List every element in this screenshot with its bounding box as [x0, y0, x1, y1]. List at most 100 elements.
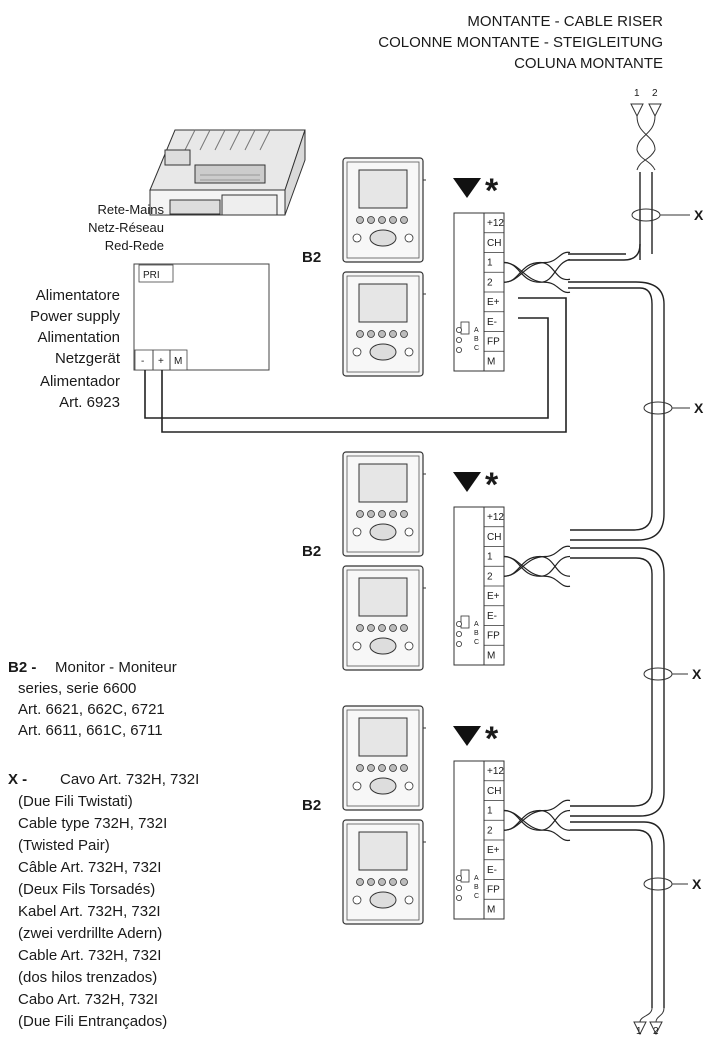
terminal-label: CH	[487, 532, 501, 543]
legend-b2-line-1: Monitor - Moniteur	[55, 659, 177, 676]
monitor-icon	[342, 157, 426, 263]
twisted-pair-connection	[503, 799, 571, 841]
terminal-label: FP	[487, 885, 500, 896]
jumper-icon	[460, 615, 470, 629]
terminal-label: E-	[487, 611, 497, 622]
power-wire-plus	[161, 297, 567, 433]
power-supply-label-4: Netzgerät	[55, 350, 121, 367]
monitor-icon	[342, 705, 426, 811]
terminal-label: E+	[487, 591, 500, 602]
riser-top-arrow-2	[648, 103, 662, 118]
riser-pin-bottom-2: 2	[653, 1026, 659, 1037]
legend: B2 - Monitor - Moniteur series, serie 66…	[8, 659, 199, 1030]
terminal-label: 1	[487, 552, 493, 563]
legend-b2-line-3: Art. 6621, 662C, 6721	[18, 701, 165, 718]
legend-x-line-1: Cavo Art. 732H, 732I	[60, 771, 199, 788]
jumper-letter: B	[474, 630, 479, 637]
legend-x-line-2: (Due Fili Twistati)	[18, 793, 133, 810]
terminal-label: E-	[487, 317, 497, 328]
power-supply-block: PRI - + M	[133, 263, 270, 371]
terminal-label: E+	[487, 845, 500, 856]
monitor-icon	[342, 565, 426, 671]
jumper-icon	[460, 321, 470, 335]
riser-pin-bottom-1: 1	[636, 1026, 642, 1037]
power-supply-terminal-minus: -	[141, 356, 144, 367]
riser-top: 1 2	[630, 88, 662, 171]
riser-top-twist	[636, 115, 656, 151]
terminal-label: +12	[487, 218, 504, 229]
jumper-letter: B	[474, 336, 479, 343]
legend-b2-key: B2 -	[8, 659, 36, 676]
legend-x-line-6: (Deux Fils Torsadés)	[18, 881, 155, 898]
power-supply-pri-label: PRI	[143, 270, 160, 281]
jumper-letter: C	[474, 893, 479, 900]
power-supply-label-6: Art. 6923	[59, 394, 120, 411]
legend-x-line-3: Cable type 732H, 732I	[18, 815, 167, 832]
terminal-label: +12	[487, 766, 504, 777]
terminal-label: 2	[487, 571, 493, 582]
riser-pin-top-1: 1	[634, 88, 640, 99]
twisted-pair-connection	[503, 251, 571, 293]
station-b2-label: B2	[302, 249, 321, 266]
jumper-letter: A	[474, 327, 479, 334]
terminal-label: CH	[487, 786, 501, 797]
mains-label-3: Red-Rede	[105, 238, 164, 253]
riser-top-arrow-1	[630, 103, 644, 118]
marker-triangle-icon	[453, 726, 481, 746]
terminal-label: M	[487, 356, 495, 367]
power-wire-minus	[144, 317, 549, 419]
riser-tube-section-1	[568, 281, 665, 541]
riser-top-twist-2	[636, 149, 656, 171]
monitor-icon	[342, 271, 426, 377]
jumper-letter: C	[474, 639, 479, 646]
legend-x-line-4: (Twisted Pair)	[18, 837, 110, 854]
header-line-3: COLUNA MONTANTE	[514, 55, 663, 72]
power-supply-label-3: Alimentation	[37, 329, 120, 346]
power-supply-terminal-m: M	[174, 356, 182, 367]
station-star: *	[485, 172, 499, 210]
jumper-letter: A	[474, 621, 479, 628]
cable-marker-x-1: X	[694, 207, 704, 223]
riser-tube-section-3	[570, 821, 665, 1008]
marker-triangle-icon	[453, 472, 481, 492]
mains-label-2: Netz-Réseau	[88, 220, 164, 235]
power-wiring	[144, 297, 567, 433]
riser-cables	[568, 172, 665, 1008]
legend-x-line-7: Kabel Art. 732H, 732I	[18, 903, 161, 920]
terminal-label: M	[487, 904, 495, 915]
monitor-icon	[342, 819, 426, 925]
twisted-pair-connection	[503, 545, 571, 587]
terminal-label: 2	[487, 277, 493, 288]
legend-x-line-5: Câble Art. 732H, 732I	[18, 859, 161, 876]
legend-b2-line-4: Art. 6611, 661C, 6711	[18, 722, 163, 739]
station-star: *	[485, 720, 499, 758]
mains-label-1: Rete-Mains	[98, 202, 165, 217]
legend-b2-line-2: series, serie 6600	[18, 680, 136, 697]
jumper-icon	[460, 869, 470, 883]
stations: B2*+12CH12E+E-FPMABCB2*+12CH12E+E-FPMABC…	[302, 157, 571, 925]
terminal-label: 1	[487, 258, 493, 269]
jumper-letter: A	[474, 875, 479, 882]
monitor-icon	[342, 451, 426, 557]
riser-bottom-arrow-2	[649, 1021, 663, 1036]
power-supply-module-icon	[149, 129, 306, 216]
riser-tube-top	[639, 172, 653, 260]
header-line-2: COLONNE MONTANTE - STEIGLEITUNG	[378, 34, 663, 51]
marker-triangle-icon	[453, 178, 481, 198]
cable-markers: X X X X	[631, 207, 704, 892]
power-supply-label-5: Alimentador	[40, 373, 120, 390]
riser-bottom-arrow-1	[633, 1021, 647, 1036]
power-supply-label-1: Alimentatore	[36, 287, 120, 304]
station-b2-label: B2	[302, 797, 321, 814]
cable-marker-x-2: X	[694, 400, 704, 416]
terminal-label: 1	[487, 806, 493, 817]
cable-marker-x-3: X	[692, 666, 702, 682]
terminal-label: M	[487, 650, 495, 661]
legend-x-key: X -	[8, 771, 27, 788]
